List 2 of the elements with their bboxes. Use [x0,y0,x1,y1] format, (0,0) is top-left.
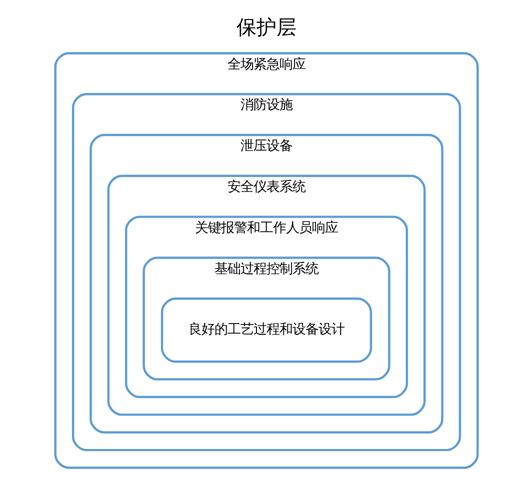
node-box: 良好的工艺过程和设备设计 [160,297,372,362]
diagram-title: 保护层 [236,15,296,38]
